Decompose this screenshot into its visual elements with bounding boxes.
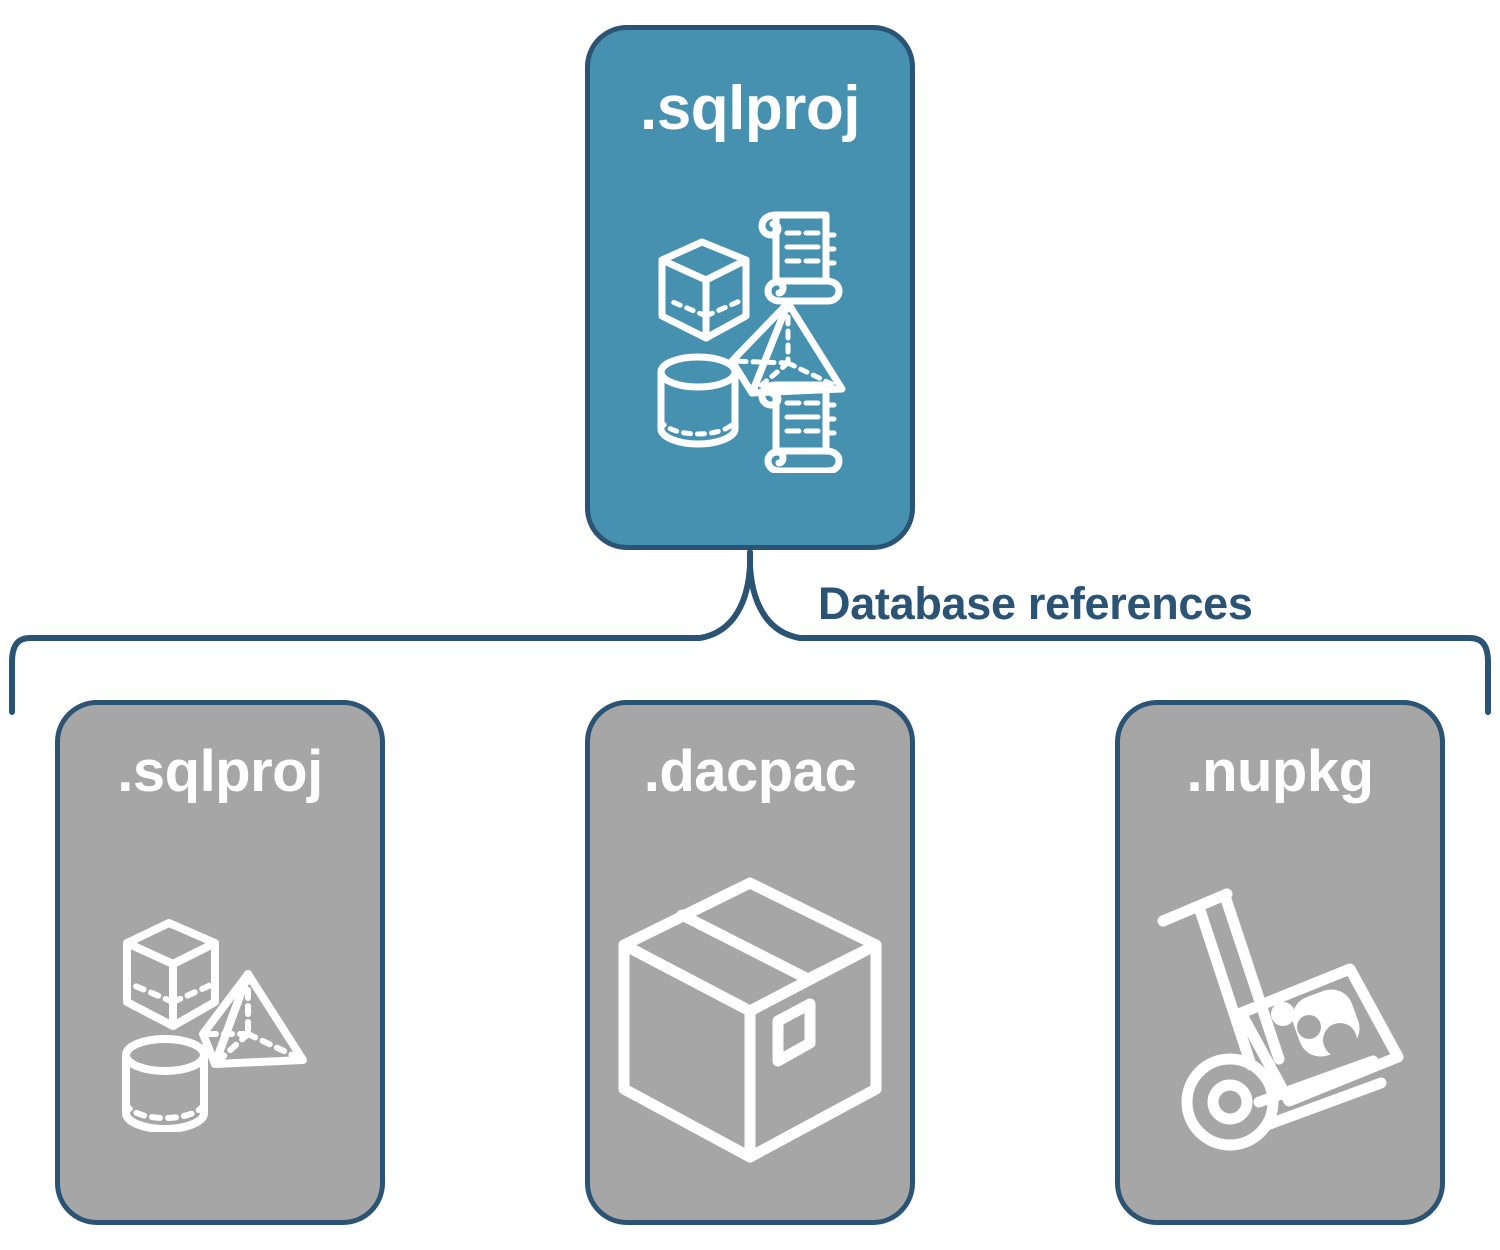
node-reference-icon-group	[590, 801, 910, 1220]
connector-label: Database references	[818, 578, 1253, 629]
cylinder-wireframe-icon	[657, 353, 739, 447]
node-root-title: .sqlproj	[640, 74, 860, 143]
hand-truck-package-icon	[1157, 888, 1404, 1151]
shipping-box-icon	[618, 877, 882, 1162]
node-reference-icon-group	[60, 801, 380, 1220]
node-reference-title: .sqlproj	[117, 739, 323, 804]
pyramid-wireframe-icon	[728, 299, 846, 396]
node-reference-nupkg[interactable]: .nupkg	[1115, 700, 1445, 1225]
pyramid-wireframe-icon	[198, 970, 307, 1068]
cylinder-wireframe-icon	[121, 1035, 208, 1132]
scroll-icon	[758, 211, 843, 304]
cube-wireframe-icon	[658, 238, 750, 341]
shapes-icon-art	[121, 919, 307, 1132]
node-reference-sqlproj[interactable]: .sqlproj	[55, 700, 385, 1225]
node-reference-icon-group	[1120, 801, 1440, 1220]
scroll-icon	[758, 381, 843, 473]
cube-wireframe-icon	[122, 919, 219, 1030]
root-icon-art	[657, 211, 846, 473]
node-reference-title: .dacpac	[643, 739, 857, 804]
node-reference-title: .nupkg	[1186, 739, 1374, 804]
node-root-sqlproj[interactable]: .sqlproj	[585, 25, 915, 550]
node-reference-dacpac[interactable]: .dacpac	[585, 700, 915, 1225]
node-root-icon-group	[590, 140, 910, 545]
package-logo-cutout	[1297, 1015, 1357, 1057]
